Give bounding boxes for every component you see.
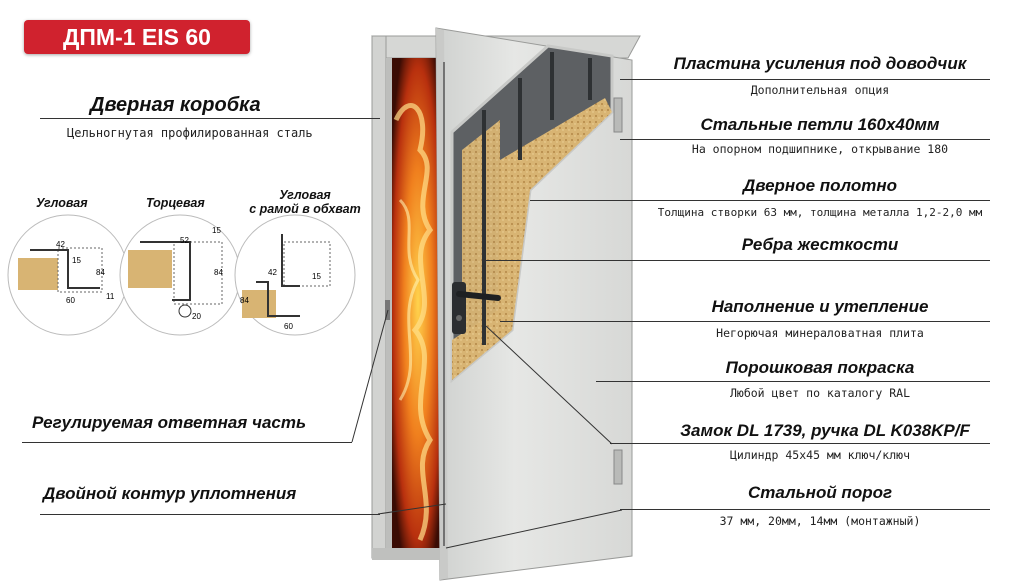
profile-angular-frame	[234, 214, 356, 336]
leader-line	[22, 442, 352, 443]
door-leaf-title: Дверное полотно	[742, 176, 898, 195]
profile-angular	[7, 214, 129, 336]
profile-label-end: Торцевая	[146, 196, 205, 210]
hinges-sub: На опорном подшипнике, открывание 180	[691, 142, 949, 156]
leader-line	[485, 325, 613, 445]
profile-label-angular: Угловая	[36, 196, 88, 210]
fire-opening	[392, 58, 444, 548]
threshold-title: Стальной порог	[747, 483, 893, 502]
threshold	[372, 548, 440, 560]
dim-label: 20	[192, 312, 201, 321]
threshold-sub: 37 мм, 20мм, 14мм (монтажный)	[719, 514, 921, 528]
dim-label: 42	[56, 240, 65, 249]
door-handle	[456, 291, 501, 301]
hinge-top	[613, 97, 623, 133]
profile-label-angular-frame: Угловая с рамой в обхват	[249, 188, 361, 216]
leader-line	[445, 509, 623, 549]
hinges-title: Стальные петли 160х40мм	[700, 115, 940, 134]
product-badge: ДПМ-1 EIS 60	[24, 20, 250, 54]
dim-label: 60	[284, 322, 293, 331]
dim-label: 15	[72, 256, 81, 265]
door-illustration	[371, 27, 641, 581]
dim-label: 11	[106, 292, 115, 301]
leader-line	[351, 309, 389, 443]
seal-title: Двойной контур уплотнения	[43, 484, 297, 503]
dim-label: 42	[268, 268, 277, 277]
insulation-title: Наполнение и утепление	[711, 297, 929, 316]
leader-line	[40, 118, 380, 119]
leader-line	[40, 514, 380, 515]
dim-label: 15	[312, 272, 321, 281]
insulation-layer	[452, 98, 612, 380]
lock-title: Замок DL 1739, ручка DL K038KP/F	[680, 421, 970, 440]
dim-label: 84	[96, 268, 105, 277]
paint-sub: Любой цвет по каталогу RAL	[729, 386, 910, 400]
hinge-bottom	[613, 449, 623, 485]
frame-subtitle: Цельногнутая профилированная сталь	[67, 126, 313, 140]
dim-label: 60	[66, 296, 75, 305]
lock-plate	[452, 282, 466, 334]
paint-title: Порошковая покраска	[725, 358, 915, 377]
ribs-title: Ребра жесткости	[741, 235, 899, 254]
lock-sub: Цилиндр 45х45 мм ключ/ключ	[729, 448, 910, 462]
dim-label: 52	[180, 236, 189, 245]
dim-label: 84	[214, 268, 223, 277]
frame-left-jamb	[371, 35, 387, 559]
closer-plate-title: Пластина усиления под доводчик	[673, 54, 967, 73]
dim-label: 15	[212, 226, 221, 235]
insulation-sub: Негорючая минераловатная плита	[716, 326, 924, 340]
dim-label: 84	[240, 296, 249, 305]
profile-details	[7, 214, 356, 336]
closer-plate-sub: Дополнительная опция	[750, 83, 890, 97]
door-leaf-sub: Толщина створки 63 мм, толщина металла 1…	[657, 206, 983, 219]
strike-title: Регулируемая ответная часть	[32, 413, 307, 432]
frame-title: Дверная коробка	[90, 94, 261, 116]
leader-line	[377, 503, 447, 515]
